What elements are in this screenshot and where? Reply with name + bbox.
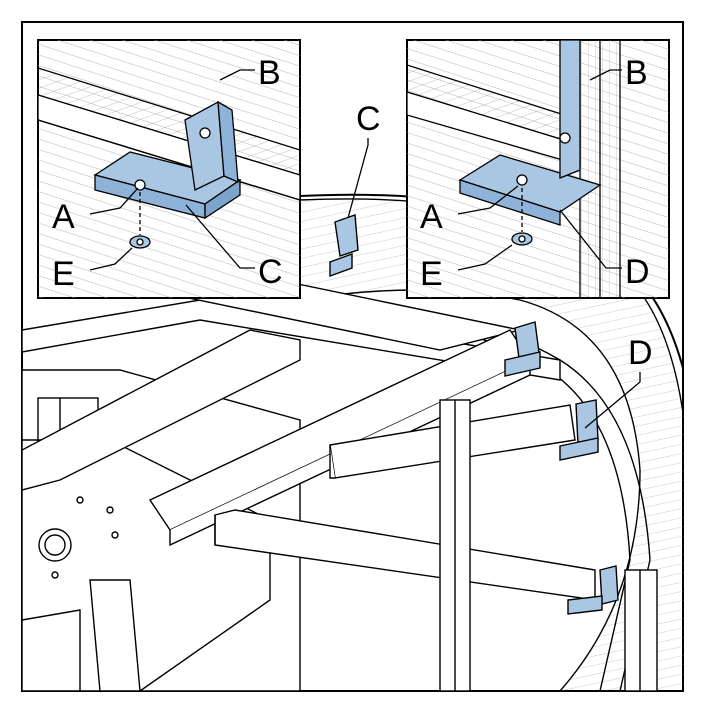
inset-right-scene <box>407 40 669 298</box>
beam-left-mid <box>22 329 301 491</box>
leader-main-d <box>584 372 641 429</box>
label-right-b: B <box>625 54 648 92</box>
inset-left-scene <box>38 40 300 298</box>
leader-main-c <box>347 138 369 219</box>
main-bracket-c <box>329 214 359 277</box>
label-main-d: D <box>628 334 653 372</box>
main-bracket-d <box>559 399 599 461</box>
label-left-e: E <box>52 255 75 293</box>
inset-right-plate <box>458 40 602 226</box>
label-left-b: B <box>258 54 281 92</box>
label-left-a: A <box>52 198 75 236</box>
label-right-e: E <box>420 255 443 293</box>
inset-left-bracket <box>93 100 242 220</box>
base-hole <box>38 528 72 562</box>
main-bracket-lower-right <box>567 565 619 615</box>
right-post <box>624 569 658 691</box>
main-bracket-upper-right <box>504 321 541 377</box>
label-main-c: C <box>356 100 381 138</box>
label-right-d: D <box>625 253 650 291</box>
label-right-a: A <box>420 198 443 236</box>
label-left-c: C <box>258 253 283 291</box>
main-scene <box>22 193 683 691</box>
